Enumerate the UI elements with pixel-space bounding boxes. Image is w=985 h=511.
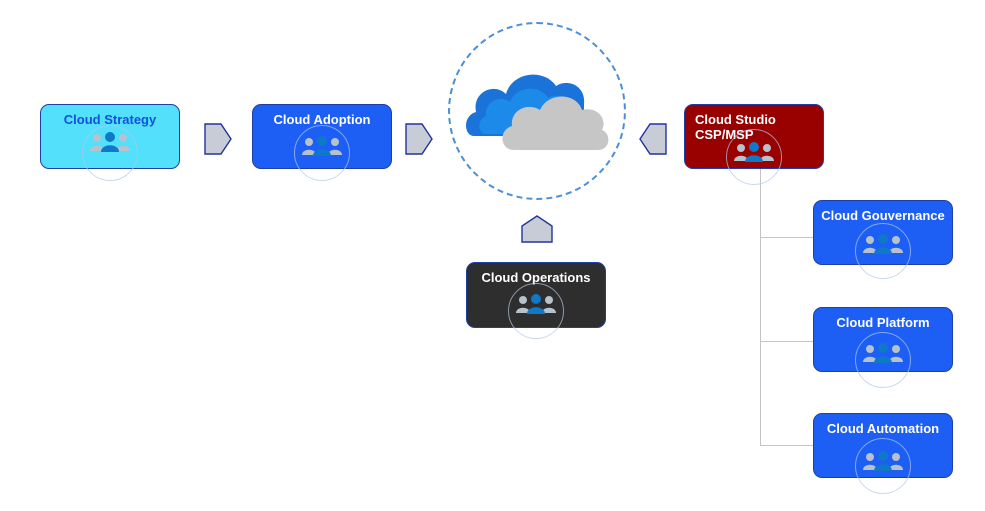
connector-vertical xyxy=(760,169,761,445)
people-group-icon xyxy=(863,234,903,254)
node-cloud-strategy[interactable]: Cloud Strategy xyxy=(40,104,180,181)
people-group-icon xyxy=(90,132,130,152)
node-label: Cloud Strategy xyxy=(63,112,157,127)
arrow-icon xyxy=(639,123,667,155)
people-group-icon xyxy=(863,451,903,471)
connector-platform xyxy=(760,341,813,342)
cloud-icon xyxy=(466,74,609,150)
node-cloud-gouvernance[interactable]: Cloud Gouvernance xyxy=(813,200,953,279)
node-cloud-automation[interactable]: Cloud Automation xyxy=(813,413,953,494)
node-cloud-adoption[interactable]: Cloud Adoption xyxy=(252,104,392,181)
people-group-icon xyxy=(863,343,903,363)
node-cloud-platform[interactable]: Cloud Platform xyxy=(813,307,953,388)
people-group-icon xyxy=(734,142,774,162)
connector-automation xyxy=(760,445,813,446)
node-label: Cloud Operations xyxy=(481,270,591,285)
arrow-icon xyxy=(521,215,553,243)
arrow-icon xyxy=(405,123,433,155)
people-group-icon xyxy=(302,136,342,156)
node-label: Cloud Gouvernance xyxy=(821,208,945,223)
node-cloud-studio[interactable]: Cloud Studio CSP/MSP xyxy=(684,104,824,185)
people-group-icon xyxy=(516,294,556,314)
connector-gouvernance xyxy=(760,237,813,238)
cloud-hub[interactable] xyxy=(448,22,626,200)
node-label: Cloud Studio CSP/MSP xyxy=(695,112,776,142)
node-label: Cloud Adoption xyxy=(273,112,371,127)
node-cloud-operations[interactable]: Cloud Operations xyxy=(466,262,606,339)
node-label: Cloud Automation xyxy=(826,421,940,436)
arrow-icon xyxy=(204,123,232,155)
node-label: Cloud Platform xyxy=(836,315,930,330)
